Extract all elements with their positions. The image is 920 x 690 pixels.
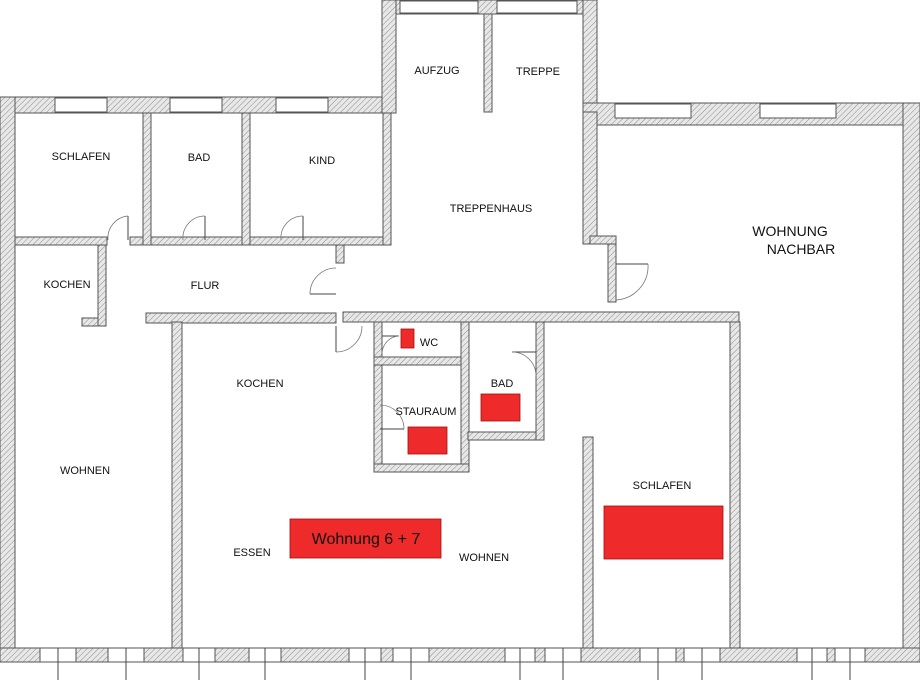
room-schlafen-left: SCHLAFEN: [52, 151, 111, 163]
room-treppe: TREPPE: [516, 66, 560, 78]
room-wohnung-nachbar-line1: WOHNUNG: [752, 223, 827, 239]
room-essen: ESSEN: [233, 547, 270, 559]
windows: [54, 0, 837, 119]
doors: [39, 215, 866, 680]
unit-label-box: [289, 518, 442, 559]
room-flur: FLUR: [191, 280, 220, 292]
interior-walls: [14, 13, 741, 649]
room-aufzug: AUFZUG: [414, 65, 459, 77]
room-bad-right: BAD: [491, 378, 514, 390]
room-wohnen-left: WOHNEN: [60, 465, 110, 477]
room-wc: WC: [420, 337, 438, 349]
wc-marker: [400, 328, 415, 349]
unit-label: Wohnung 6 + 7: [312, 531, 421, 548]
room-kind: KIND: [309, 155, 335, 167]
room-labels: AUFZUG TREPPE TREPPENHAUS WOHNUNG NACHBA…: [43, 65, 835, 564]
room-schlafen-right: SCHLAFEN: [633, 480, 692, 492]
schlafen-marker: [603, 505, 724, 560]
room-kochen-left: KOCHEN: [43, 279, 90, 291]
room-wohnung-nachbar-line2: NACHBAR: [767, 241, 835, 257]
bad-marker: [480, 393, 521, 422]
room-kochen-main: KOCHEN: [236, 378, 283, 390]
room-bad-left: BAD: [188, 152, 211, 164]
room-treppenhaus: TREPPENHAUS: [450, 203, 533, 215]
room-stauraum: STAURAUM: [396, 406, 457, 418]
room-wohnen-main: WOHNEN: [459, 552, 509, 564]
stauraum-marker: [407, 426, 448, 455]
highlight-markers: [289, 328, 724, 560]
